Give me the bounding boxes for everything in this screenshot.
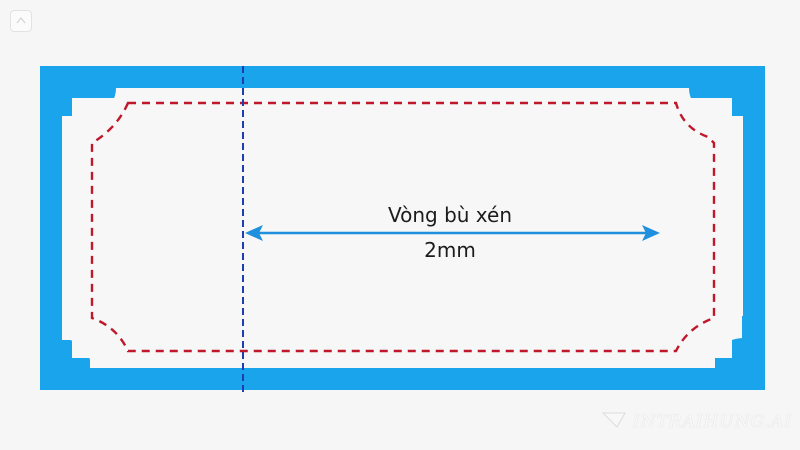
bleed-measure-label: 2mm <box>424 238 476 262</box>
logo-mark <box>601 409 627 435</box>
watermark: INTRAIHUNG.AI <box>601 408 792 436</box>
image-placeholder-icon <box>10 10 32 32</box>
watermark-text: INTRAIHUNG.AI <box>632 412 792 432</box>
measure-arrow-head-right <box>642 225 660 241</box>
ticket-center <box>72 98 732 358</box>
cut-line <box>90 101 716 353</box>
bleed-label: Vòng bù xén <box>387 203 513 227</box>
measure-arrow-head-left <box>245 225 263 241</box>
